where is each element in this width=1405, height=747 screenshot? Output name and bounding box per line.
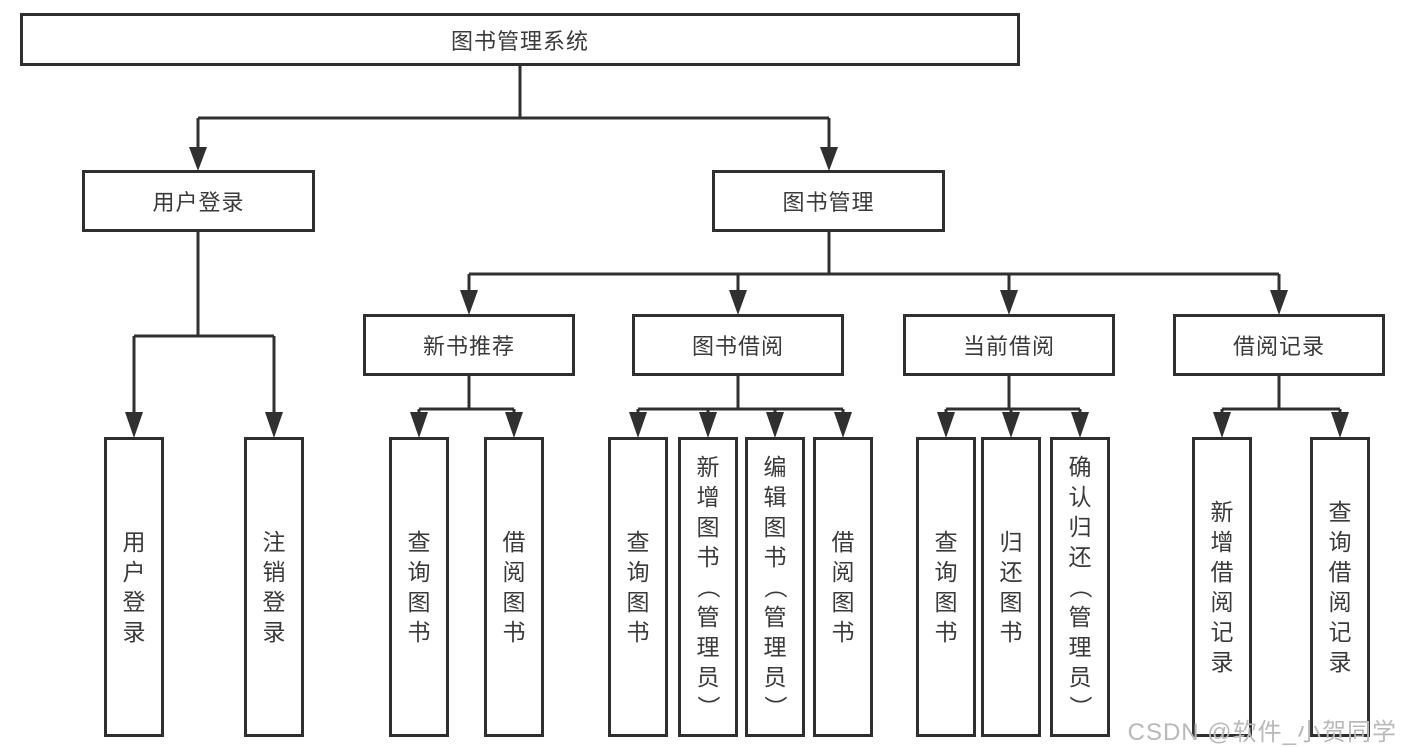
node-book-management-label: 图书管理 (782, 190, 875, 215)
node-root: 图书管理系统 (20, 13, 1020, 66)
leaf-recommend-query-books: 查询图书 (389, 437, 449, 737)
node-user-login-label: 用户登录 (152, 190, 245, 215)
node-current-borrowing: 当前借阅 (903, 314, 1115, 376)
leaf-add-borrow-record-label: 新增借阅记录 (1210, 499, 1234, 675)
node-book-borrowing: 图书借阅 (632, 314, 844, 376)
node-book-borrowing-label: 图书借阅 (691, 334, 784, 359)
leaf-return-books: 归还图书 (981, 437, 1041, 737)
node-book-management: 图书管理 (712, 170, 945, 232)
leaf-recommend-borrow-books: 借阅图书 (484, 437, 544, 737)
leaf-confirm-return-admin-label: 确认归还（管理员） (1067, 454, 1093, 719)
node-borrowing-records: 借阅记录 (1173, 314, 1385, 376)
leaf-recommend-query-books-label: 查询图书 (407, 529, 431, 645)
leaf-add-books-admin: 新增图书（管理员） (678, 437, 738, 737)
node-borrowing-records-label: 借阅记录 (1232, 334, 1325, 359)
leaf-current-query-books: 查询图书 (916, 437, 976, 737)
leaf-borrow-books: 借阅图书 (813, 437, 873, 737)
leaf-query-borrow-record: 查询借阅记录 (1310, 437, 1370, 737)
leaf-current-query-books-label: 查询图书 (934, 529, 958, 645)
leaf-confirm-return-admin: 确认归还（管理员） (1050, 437, 1110, 737)
leaf-recommend-borrow-books-label: 借阅图书 (502, 529, 526, 645)
leaf-user-login: 用户登录 (104, 437, 164, 737)
leaf-logout: 注销登录 (244, 437, 304, 737)
leaf-add-books-admin-label: 新增图书（管理员） (695, 454, 721, 719)
node-new-book-recommendation-label: 新书推荐 (422, 334, 515, 359)
leaf-query-borrow-record-label: 查询借阅记录 (1328, 499, 1352, 675)
leaf-user-login-label: 用户登录 (122, 529, 146, 645)
leaf-borrowing-query-books-label: 查询图书 (626, 529, 650, 645)
node-user-login: 用户登录 (82, 170, 315, 232)
leaf-borrow-books-label: 借阅图书 (831, 529, 855, 645)
node-current-borrowing-label: 当前借阅 (962, 334, 1055, 359)
csdn-watermark: CSDN @软件_小贺同学 (1127, 719, 1397, 746)
arrowheads (125, 147, 1349, 438)
leaf-logout-label: 注销登录 (262, 529, 286, 645)
leaf-edit-books-admin: 编辑图书（管理员） (745, 437, 805, 737)
leaf-borrowing-query-books: 查询图书 (608, 437, 668, 737)
leaf-edit-books-admin-label: 编辑图书（管理员） (762, 454, 788, 719)
node-new-book-recommendation: 新书推荐 (363, 314, 575, 376)
leaf-return-books-label: 归还图书 (999, 529, 1023, 645)
leaf-add-borrow-record: 新增借阅记录 (1192, 437, 1252, 737)
node-root-label: 图书管理系统 (450, 28, 589, 54)
